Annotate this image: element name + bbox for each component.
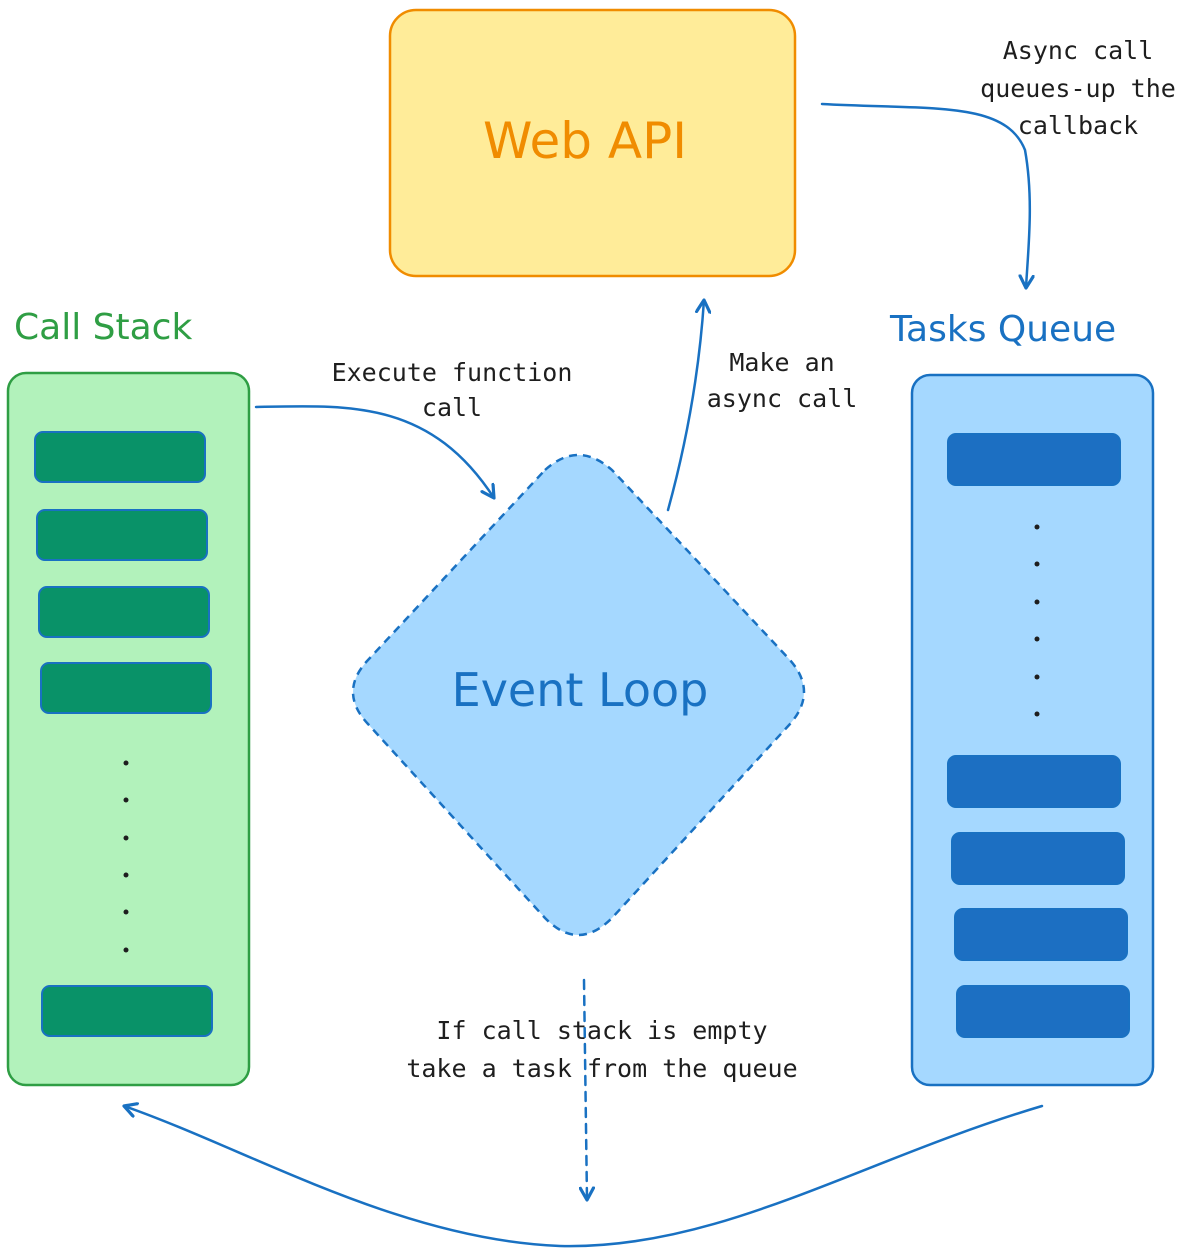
- web-api-title: Web API: [483, 112, 687, 170]
- call-stack-frame: [41, 985, 213, 1037]
- task-item: [951, 832, 1125, 885]
- check-stack-dashed-arrow: [584, 978, 587, 1200]
- execute-label-line: call: [422, 393, 482, 422]
- call-stack-frame: [38, 586, 210, 638]
- async-queue-label: Async call queues-up the callback: [980, 36, 1176, 140]
- queue-callback-arrow: [820, 102, 1030, 288]
- tasks-queue-title: Tasks Queue: [889, 309, 1116, 350]
- make-async-label: Make an async call: [707, 348, 858, 413]
- if-empty-label-line: If call stack is empty: [436, 1016, 767, 1045]
- call-stack-container: [6, 371, 251, 1087]
- event-loop-diamond: [351, 453, 806, 937]
- if-empty-label-line: take a task from the queue: [406, 1054, 797, 1083]
- execute-label: Execute function call: [332, 358, 573, 422]
- call-stack-frame: [34, 431, 206, 483]
- async-queue-label-line: callback: [1018, 111, 1138, 140]
- event-loop-node: Event Loop: [351, 453, 806, 937]
- make-async-label-line: Make an: [729, 348, 834, 377]
- call-stack-frame: [40, 662, 212, 714]
- async-queue-label-line: queues-up the: [980, 74, 1176, 103]
- web-api-box: Web API: [388, 8, 797, 278]
- tasks-queue-rect: [910, 373, 1155, 1087]
- task-item: [954, 908, 1128, 961]
- dequeue-arrow: [124, 1106, 1044, 1248]
- tasks-queue-ellipsis: [1034, 524, 1040, 717]
- call-stack-title: Call Stack: [14, 307, 192, 348]
- async-queue-label-line: Async call: [1003, 36, 1154, 65]
- task-item: [947, 755, 1121, 808]
- execute-label-line: Execute function: [332, 358, 573, 387]
- execute-arrow: [254, 404, 494, 498]
- task-item: [956, 985, 1130, 1038]
- task-item: [947, 433, 1121, 486]
- async-call-arrow: [666, 300, 704, 512]
- make-async-label-line: async call: [707, 384, 858, 413]
- if-empty-label: If call stack is empty take a task from …: [406, 1016, 797, 1083]
- event-loop-title: Event Loop: [452, 663, 709, 717]
- call-stack-frame: [36, 509, 208, 561]
- call-stack-ellipsis: [123, 760, 129, 953]
- tasks-queue-container: [910, 373, 1155, 1087]
- web-api-rect: [388, 8, 797, 278]
